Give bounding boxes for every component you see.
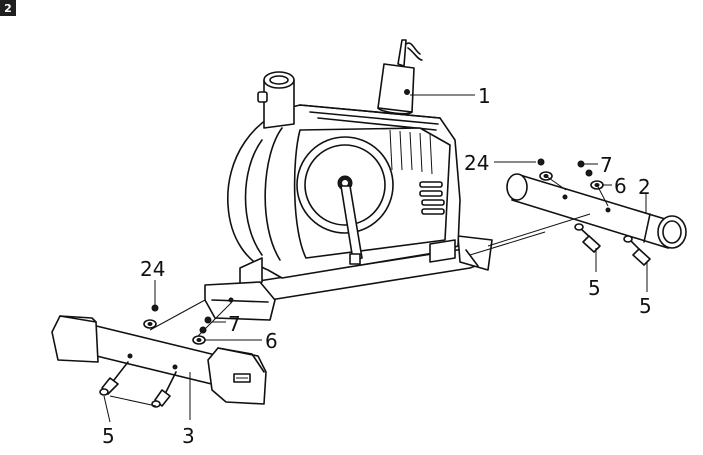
front-bolt-left [99,361,129,396]
callout-5-front: 5 [102,424,115,448]
callout-6-front: 6 [265,329,278,353]
rear-hardware-left [537,158,567,191]
seat-post-tube [257,71,295,129]
assembly-line-rear-2 [469,231,546,256]
leader-5-front [103,395,157,423]
assembly-line-rear [487,213,591,247]
front-bolt-right [151,371,177,408]
callout-5-rear-right: 5 [639,294,652,318]
rear-bolt-right [623,235,651,266]
callout-7-front: 7 [228,312,241,336]
part-1-console-post [377,39,423,115]
callout-1: 1 [478,84,491,108]
assembly-line-front [149,299,206,331]
part-2-rear-stabilizer [506,173,687,249]
callout-5-rear-left: 5 [588,276,601,300]
rear-bolt-left [574,223,601,253]
part-3-front-stabilizer [51,315,267,405]
callout-24-front: 24 [140,257,165,281]
callout-2: 2 [638,175,651,199]
front-hardware-24 [143,304,159,329]
rear-hardware-right [577,160,609,207]
step-number-badge: 2 [0,0,16,16]
callout-7-rear: 7 [600,153,613,177]
callout-6-rear: 6 [614,174,627,198]
callout-24-rear: 24 [464,151,489,175]
callout-3: 3 [182,424,195,448]
main-frame-body [204,104,493,306]
